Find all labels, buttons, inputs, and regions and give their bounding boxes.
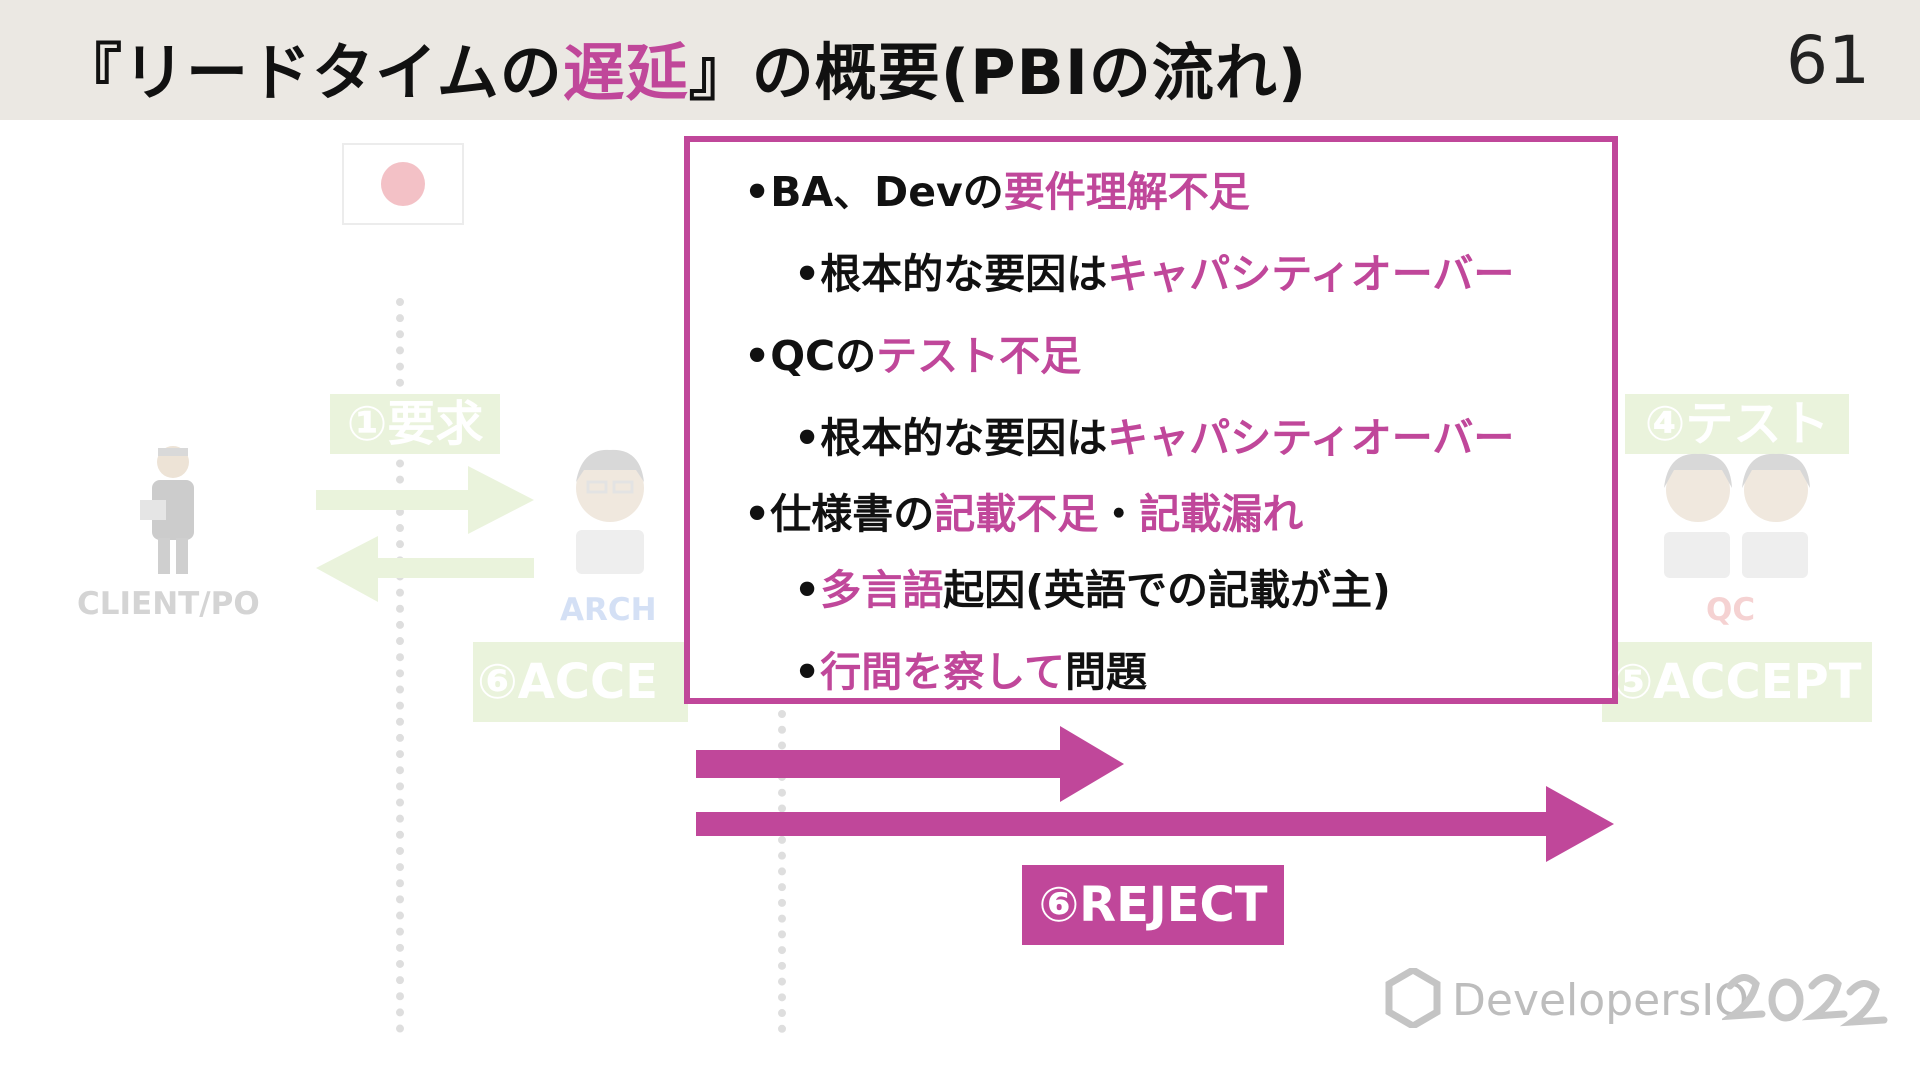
- bullet-root-cause-1: •根本的な要因はキャパシティオーバー: [794, 250, 1515, 298]
- step-accept-arch-label: ⑥ACCE: [473, 642, 688, 722]
- bullet-qc-test: •QCのテスト不足: [744, 332, 1082, 380]
- page-number: 61: [1786, 22, 1870, 99]
- header-bar: 『リードタイムの遅延』の概要(PBIの流れ) 61: [0, 0, 1920, 120]
- japan-flag-icon: [342, 143, 464, 225]
- qc-role-label: QC: [1706, 592, 1756, 628]
- issues-box: •BA、Devの要件理解不足 •根本的な要因はキャパシティオーバー •QCのテス…: [684, 136, 1618, 704]
- qc-people-icon: [1664, 453, 1810, 578]
- reject-arrows: [696, 726, 1614, 862]
- architect-person-icon: [576, 449, 644, 574]
- step-test-label: ④テスト: [1625, 394, 1849, 454]
- bullet-requirements: •BA、Devの要件理解不足: [744, 168, 1250, 216]
- architect-role-label: ARCH: [560, 592, 657, 628]
- timeline-divider: [778, 710, 786, 1033]
- reject-label: ⑥REJECT: [1022, 865, 1284, 945]
- timeline-divider: [396, 298, 404, 1033]
- client-person-icon: [140, 446, 194, 574]
- bullet-multilingual: •多言語起因(英語での記載が主): [794, 566, 1391, 614]
- developersio-logo-text: DevelopersIO: [1452, 975, 1749, 1026]
- slide-title: 『リードタイムの遅延』の概要(PBIの流れ): [60, 36, 1308, 109]
- step-accept-qc-label: ⑤ACCEPT: [1602, 642, 1872, 722]
- bullet-root-cause-2: •根本的な要因はキャパシティオーバー: [794, 414, 1515, 462]
- year-2022-logo-icon: [1722, 974, 1888, 1027]
- step-request-label: ①要求: [330, 394, 500, 454]
- bullet-spec-doc: •仕様書の記載不足・記載漏れ: [744, 490, 1304, 538]
- bullet-reading-between-lines: •行間を察して問題: [794, 648, 1147, 696]
- client-role-label: CLIENT/PO: [77, 586, 260, 622]
- faded-request-arrows: [316, 466, 534, 602]
- developersio-logo-icon: [1385, 968, 1441, 1028]
